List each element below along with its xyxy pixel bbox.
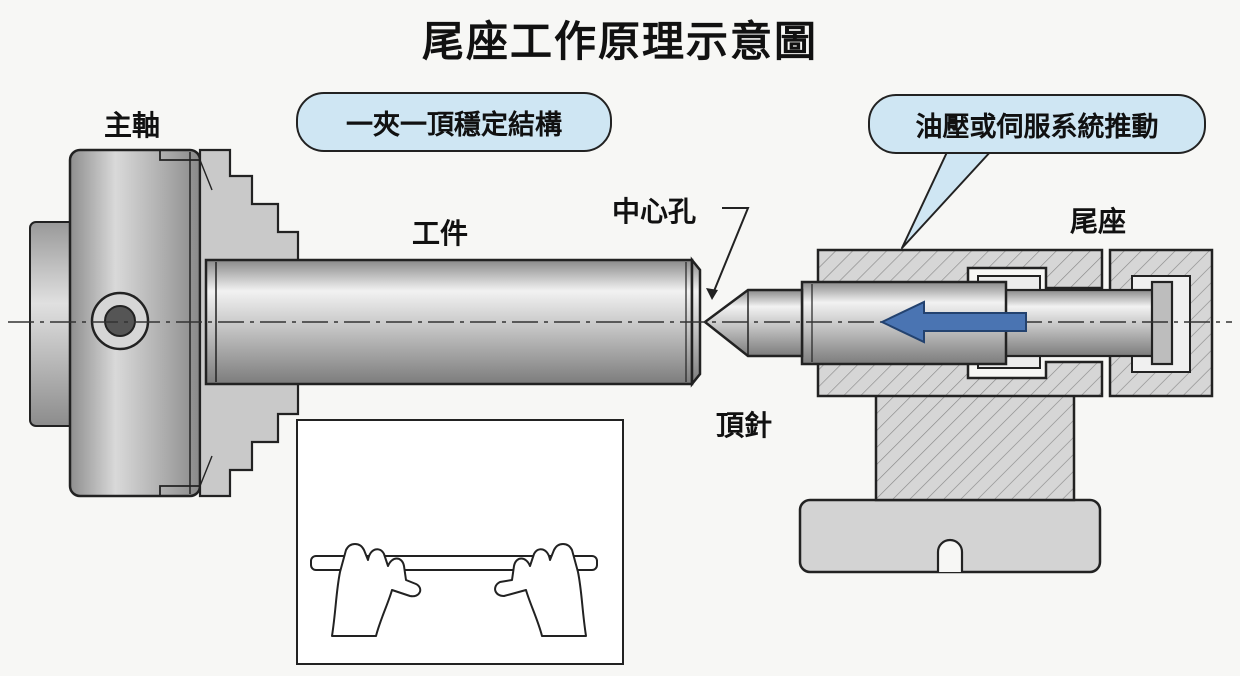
bubble-tail <box>901 149 993 249</box>
label-spindle: 主軸 <box>104 109 161 142</box>
spindle-flange <box>29 221 76 427</box>
tailstock-base <box>798 393 1102 574</box>
hands-holding-rod-icon <box>310 543 598 637</box>
label-tip: 頂針 <box>716 409 773 442</box>
label-tailstock: 尾座 <box>1070 205 1127 238</box>
bubble-clamp: 一夾一頂穩定結構 <box>296 92 612 152</box>
inset-panel <box>296 419 624 665</box>
arrow-left-icon <box>879 300 1027 344</box>
chuck <box>29 148 300 498</box>
center-hole-leader <box>711 207 750 297</box>
center-tip <box>702 288 804 358</box>
page-title: 尾座工作原理示意圖 <box>421 17 818 66</box>
bubble-drive: 油壓或伺服系統推動 <box>868 94 1206 154</box>
label-workpiece: 工件 <box>412 217 469 250</box>
label-center-hole: 中心孔 <box>612 195 697 228</box>
